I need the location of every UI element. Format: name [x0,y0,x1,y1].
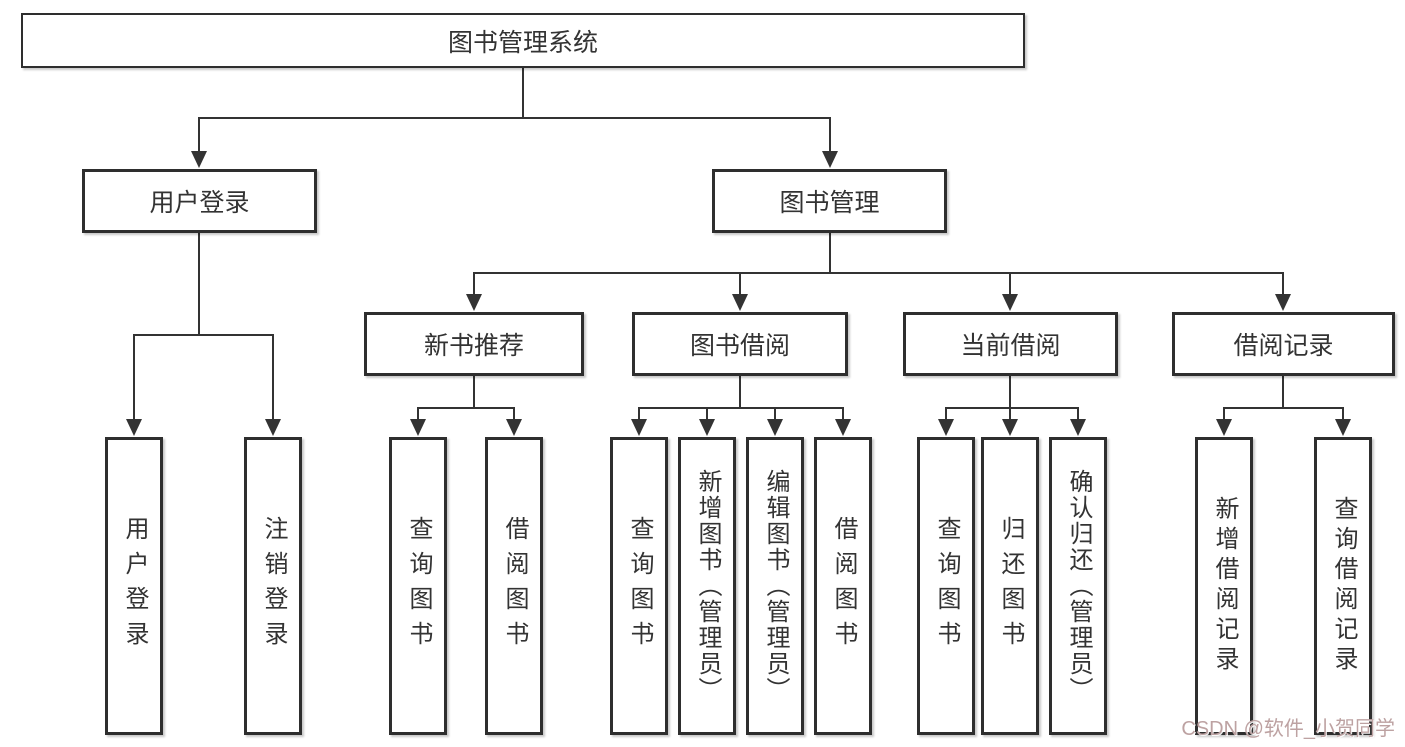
connector-line [829,117,831,155]
arrowhead-down-icon [732,294,748,311]
node-label: 归还图书 [997,516,1024,656]
connector-line [1282,375,1284,408]
node-label: 注销登录 [260,516,287,656]
leaf-borrow-books-recommend: 借阅图书 [485,437,543,735]
leaf-query-books-borrow: 查询图书 [610,437,668,735]
connector-line [638,407,844,409]
arrowhead-down-icon [767,419,783,436]
connector-line [198,117,200,155]
arrowhead-down-icon [631,419,647,436]
connector-line [1009,407,1011,424]
leaf-query-borrow-record: 查询借阅记录 [1314,437,1372,735]
leaf-edit-books-admin: 编辑图书（管理员） [746,437,804,735]
node-label: 用户登录 [121,516,148,656]
arrowhead-down-icon [126,419,142,436]
node-borrowing-records: 借阅记录 [1172,312,1395,376]
connector-line [1009,375,1011,408]
node-label: 查询图书 [933,516,960,656]
node-label: 图书管理 [779,189,880,217]
connector-line [739,272,741,298]
leaf-add-books-admin: 新增图书（管理员） [678,437,736,735]
connector-line [473,272,475,298]
connector-line [522,68,524,118]
leaf-user-login: 用户登录 [105,437,163,735]
connector-line [1223,407,1344,409]
connector-line [829,232,831,273]
node-current-borrowing: 当前借阅 [903,312,1118,376]
arrowhead-down-icon [1216,419,1232,436]
node-label: 借阅记录 [1233,332,1334,360]
connector-line [1342,407,1344,424]
connector-line [774,407,776,424]
leaf-return-books: 归还图书 [981,437,1039,735]
node-label: 用户登录 [149,189,250,217]
arrowhead-down-icon [835,419,851,436]
connector-line [842,407,844,424]
arrowhead-down-icon [1070,419,1086,436]
connector-line [417,407,419,424]
node-label: 图书借阅 [689,332,790,360]
connector-line [272,334,274,424]
arrowhead-down-icon [506,419,522,436]
connector-line [198,232,200,335]
arrowhead-down-icon [822,151,838,168]
leaf-query-books-current: 查询图书 [917,437,975,735]
connector-line [417,407,515,409]
connector-line [198,117,831,119]
node-book-management: 图书管理 [712,169,947,233]
node-label: 查询借阅记录 [1330,496,1357,676]
leaf-confirm-return-admin: 确认归还（管理员） [1049,437,1107,735]
arrowhead-down-icon [1002,419,1018,436]
watermark: CSDN @软件_小贺同学 [1181,718,1395,740]
connector-line [1009,272,1011,298]
node-label: 查询图书 [626,516,653,656]
connector-line [1282,272,1284,298]
arrowhead-down-icon [1275,294,1291,311]
arrowhead-down-icon [1002,294,1018,311]
node-label: 当前借阅 [960,332,1061,360]
connector-line [1223,407,1225,424]
connector-line [945,407,1079,409]
connector-line [739,375,741,408]
connector-line [1077,407,1079,424]
node-new-book-recommendation: 新书推荐 [364,312,584,376]
node-label: 确认归还（管理员） [1065,469,1092,703]
arrowhead-down-icon [699,419,715,436]
connector-line [133,334,135,424]
connector-line [513,407,515,424]
node-label: 新书推荐 [423,332,524,360]
arrowhead-down-icon [938,419,954,436]
arrowhead-down-icon [1335,419,1351,436]
node-label: 编辑图书（管理员） [762,469,789,703]
leaf-add-borrow-record: 新增借阅记录 [1195,437,1253,735]
node-label: 图书管理系统 [447,28,598,57]
connector-line [133,334,274,336]
arrowhead-down-icon [265,419,281,436]
node-label: 借阅图书 [830,516,857,656]
node-label: 查询图书 [405,516,432,656]
node-library-management-system: 图书管理系统 [21,13,1025,68]
connector-line [473,272,1284,274]
connector-line [473,375,475,408]
node-book-borrowing: 图书借阅 [632,312,848,376]
leaf-query-books-recommend: 查询图书 [389,437,447,735]
connector-line [945,407,947,424]
connector-line [706,407,708,424]
arrowhead-down-icon [410,419,426,436]
node-label: 借阅图书 [501,516,528,656]
arrowhead-down-icon [191,151,207,168]
arrowhead-down-icon [466,294,482,311]
connector-line [638,407,640,424]
leaf-borrow-books: 借阅图书 [814,437,872,735]
leaf-logout: 注销登录 [244,437,302,735]
node-user-login: 用户登录 [82,169,317,233]
node-label: 新增借阅记录 [1211,496,1238,676]
node-label: 新增图书（管理员） [694,469,721,703]
